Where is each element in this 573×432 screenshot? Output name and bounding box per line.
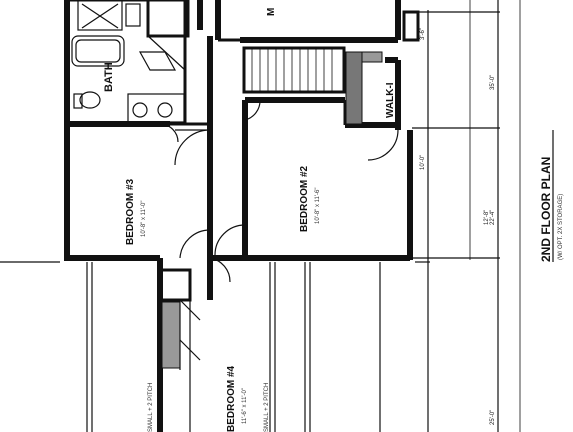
- plan-subtitle: (W/ OPT. 2X STORAGE): [558, 194, 564, 260]
- dim-3: 12'-8": [484, 210, 490, 225]
- lower-section: [157, 258, 213, 432]
- plan-title: 2ND FLOOR PLAN: [539, 157, 553, 262]
- bedroom4-size: 11'-6" x 11'-0": [242, 388, 248, 424]
- dim-5-group: 10'-0": [420, 155, 426, 170]
- bedroom4-label: BEDROOM #4 11'-6" x 11'-0": [226, 365, 248, 432]
- hall-walls: [197, 0, 401, 258]
- dim-6: 25'-0": [490, 410, 496, 425]
- dim-3-group: 12'-8": [484, 210, 490, 225]
- bath-area: [65, 0, 210, 127]
- walkin-label: WALK-I: [385, 82, 396, 118]
- bath-name: BATH: [103, 62, 115, 92]
- roof-lines: [0, 261, 430, 432]
- master-label: M: [266, 8, 277, 16]
- dimension-lines: [402, 0, 521, 432]
- dim-6-group: 25'-0": [490, 410, 496, 425]
- bedroom3-label: BEDROOM #3 10'-8" x 11'-0": [125, 178, 147, 245]
- bedroom2-label: BEDROOM #2 10'-8" x 11'-6": [299, 165, 321, 232]
- walkin-name: WALK-I: [385, 82, 396, 118]
- dim-4: 3'-6": [420, 28, 426, 40]
- dim-2: 22'-4": [490, 210, 496, 225]
- door-swings: [159, 99, 399, 283]
- dim-1-group: 35'-0": [490, 75, 496, 90]
- bedroom2-size: 10'-8" x 11'-6": [315, 188, 321, 224]
- wall-note-1: SMALL + 2 PITCH: [148, 383, 154, 432]
- dim-5: 10'-0": [420, 155, 426, 170]
- dim-2-group: 22'-4": [490, 210, 496, 225]
- exterior-walls: [64, 0, 413, 261]
- stairs: [242, 46, 383, 125]
- dim-4-group: 3'-6": [420, 28, 426, 40]
- bedroom3-size: 10'-8" x 11'-0": [141, 201, 147, 237]
- bath-label: BATH: [103, 62, 115, 92]
- wall-note-1-group: SMALL + 2 PITCH: [148, 383, 154, 432]
- wall-note-2-group: SMALL + 2 PITCH: [264, 383, 270, 432]
- wall-note-2: SMALL + 2 PITCH: [264, 383, 270, 432]
- bedroom4-name: BEDROOM #4: [226, 365, 237, 432]
- master-name: M: [266, 8, 277, 16]
- bedroom3-name: BEDROOM #3: [125, 178, 136, 245]
- title-group: 2ND FLOOR PLAN (W/ OPT. 2X STORAGE): [539, 130, 564, 262]
- bedroom2-name: BEDROOM #2: [299, 165, 310, 232]
- dim-1: 35'-0": [490, 75, 496, 90]
